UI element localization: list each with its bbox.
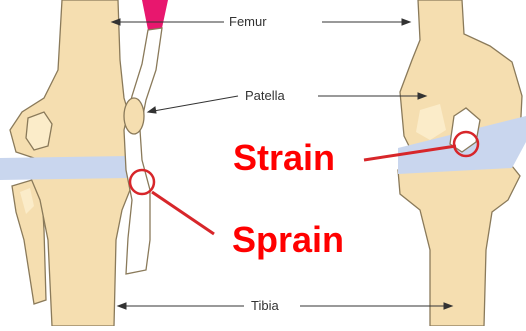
joint-space-side	[0, 156, 132, 180]
sprain-label: Sprain	[232, 220, 344, 260]
femur-label: Femur	[226, 14, 270, 29]
strain-label: Strain	[233, 138, 335, 178]
femur-condyle-side	[26, 112, 52, 150]
patella-side	[124, 98, 144, 134]
patella-label: Patella	[242, 88, 288, 103]
tibia-label: Tibia	[248, 298, 282, 313]
